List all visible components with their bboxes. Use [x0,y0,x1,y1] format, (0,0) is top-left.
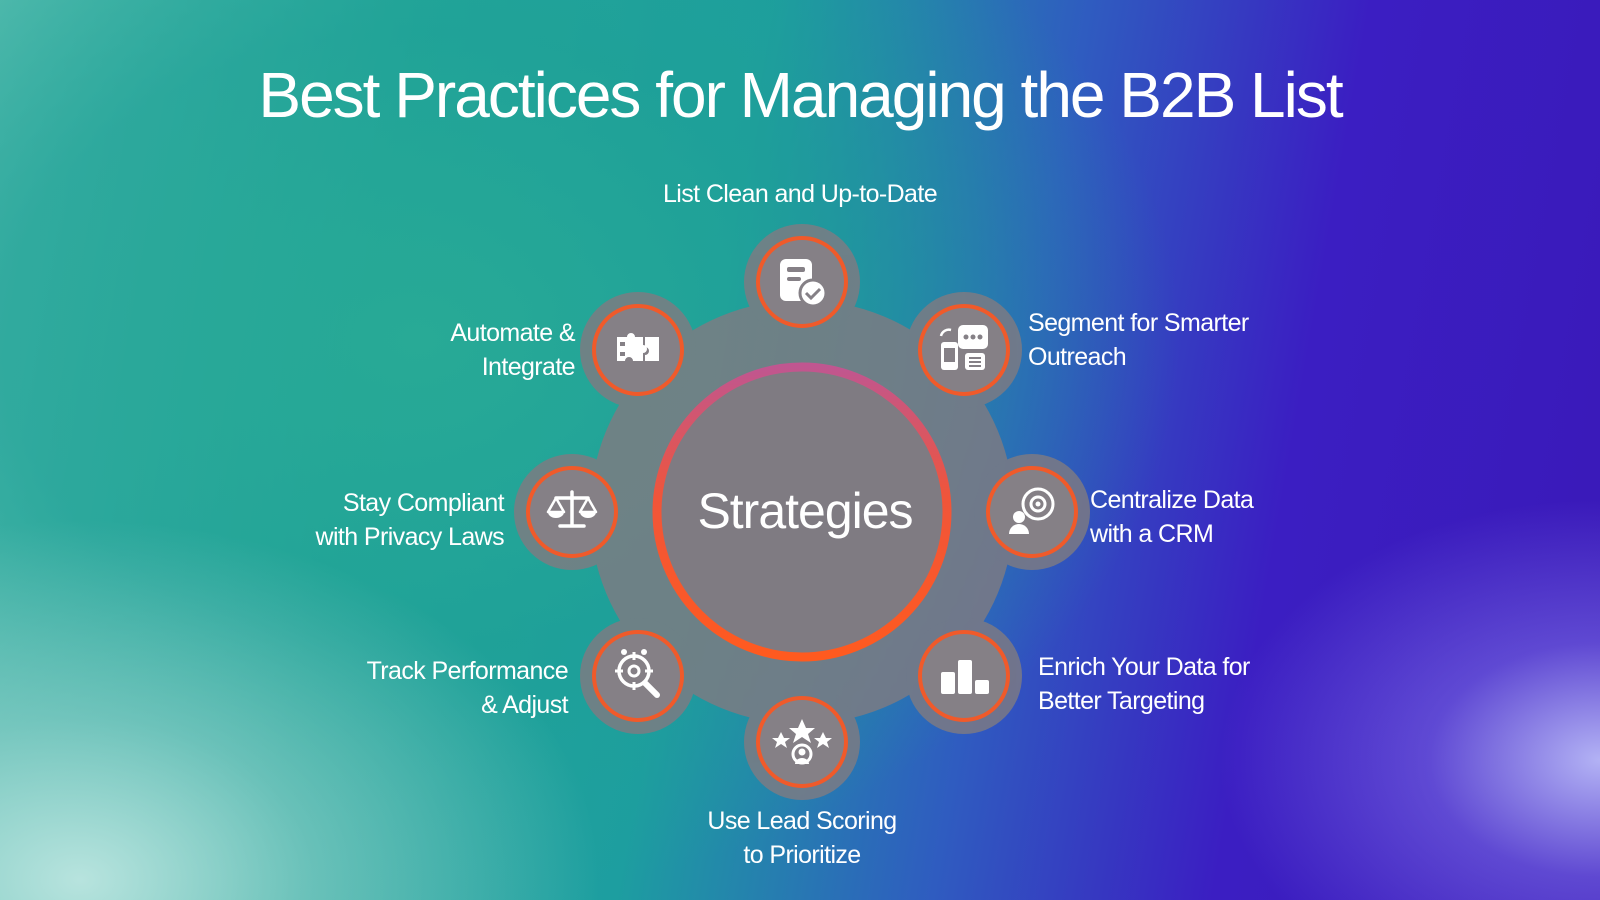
document-check-icon [780,259,828,308]
strategy-node-enrich [918,630,1010,722]
center-hub [652,362,952,662]
strategy-node-scoring [756,696,848,788]
strategy-node-track [592,630,684,722]
chat-devices-icon [939,325,988,370]
label-track: Track Performance & Adjust [366,657,569,719]
page-title: Best Practices for Managing the B2B List [258,59,1343,131]
label-automate: Automate & Integrate [450,319,575,381]
label-enrich: Enrich Your Data for Better Targeting [1038,653,1250,715]
label-compliant: Stay Compliant with Privacy Laws [315,489,505,551]
bar-chart-icon [941,660,989,694]
label-segment: Segment for Smarter Outreach [1028,309,1249,371]
puzzle-icon [617,333,659,361]
center-label: Strategies [697,483,913,539]
strategy-node-automate [592,304,684,396]
label-clean: List Clean and Up-to-Date [662,180,938,208]
strategy-node-segment [918,304,1010,396]
strategy-node-compliant [526,466,618,558]
star-user-icon [772,719,832,765]
user-target-icon [1009,487,1055,534]
strategy-node-centralize [986,466,1078,558]
scales-icon [546,490,598,528]
target-magnifier-icon [615,649,660,698]
label-scoring: Use Lead Scoring to Prioritize [707,807,897,869]
label-centralize: Centralize Data with a CRM [1090,486,1254,548]
strategy-node-clean [756,236,848,328]
